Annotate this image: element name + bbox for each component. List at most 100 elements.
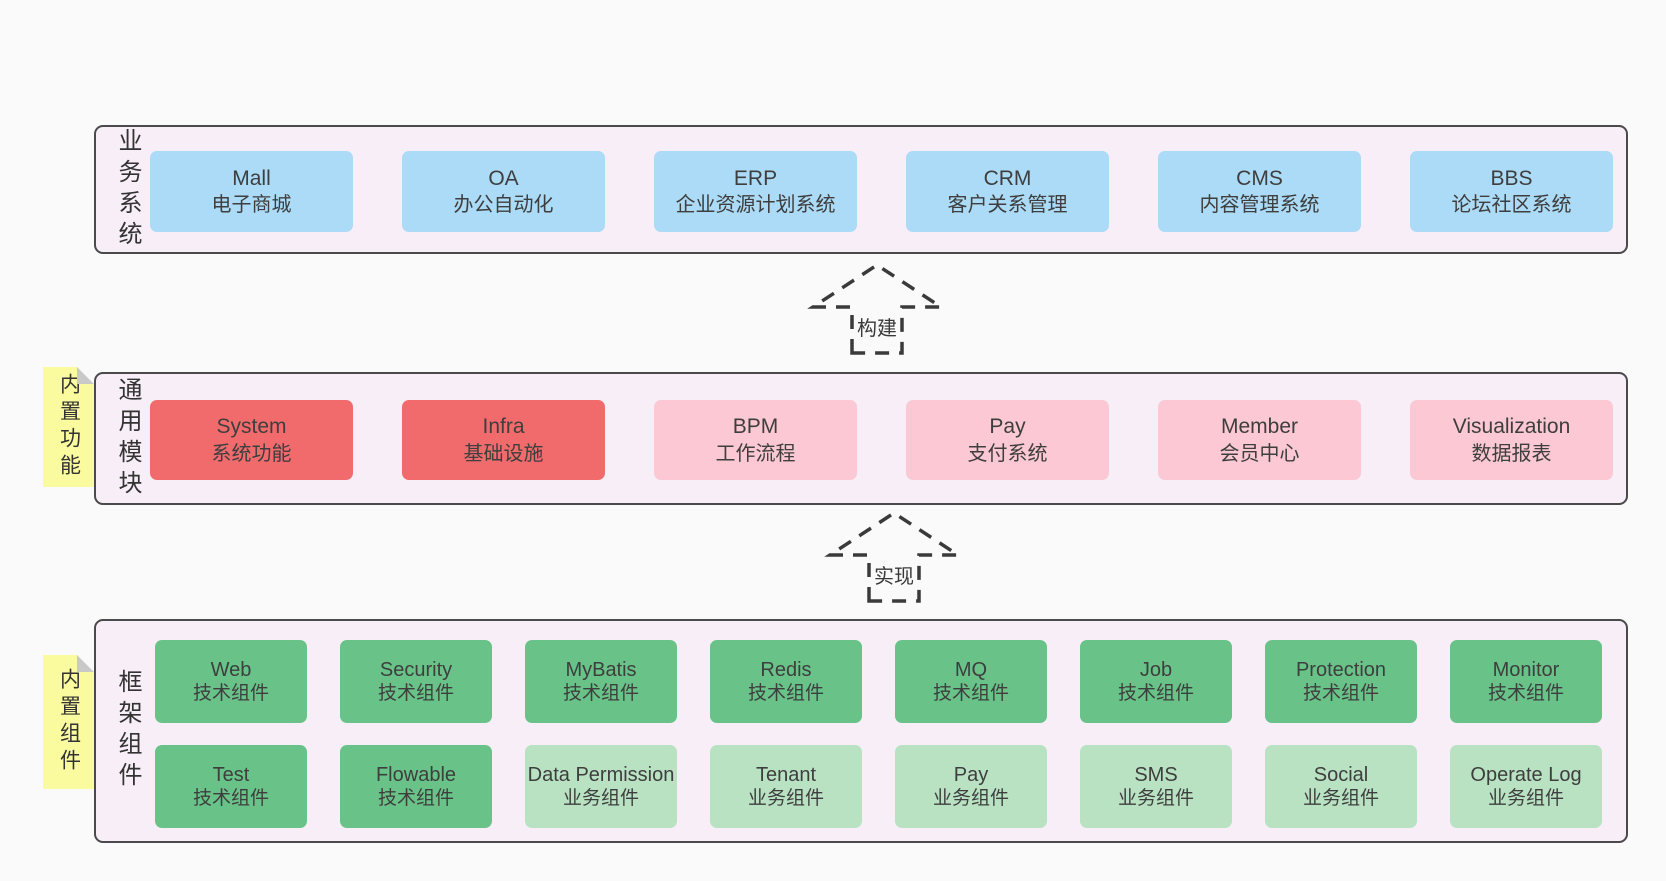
box-title: Job <box>1139 658 1173 681</box>
box-subtitle: 企业资源计划系统 <box>675 194 836 217</box>
box-title: Mall <box>232 166 271 190</box>
folded-corner-icon <box>77 655 94 672</box>
box-title: Operate Log <box>1470 763 1582 786</box>
box-subtitle: 技术组件 <box>932 683 1009 705</box>
box-title: SMS <box>1134 763 1178 786</box>
box-title: Protection <box>1295 658 1387 681</box>
box-subtitle: 基础设施 <box>463 442 544 465</box>
build-arrow: 构建 <box>807 260 947 355</box>
box-title: Web <box>210 658 252 681</box>
sticky-label: 内置组件 <box>57 668 81 776</box>
box-title: BPM <box>732 415 779 439</box>
box-title: Test <box>212 763 250 786</box>
box-title: Infra <box>482 415 525 439</box>
box-subtitle: 办公自动化 <box>453 194 554 217</box>
box-subtitle: 技术组件 <box>747 683 824 705</box>
box-title: MQ <box>954 658 988 681</box>
box-subtitle: 工作流程 <box>715 442 796 465</box>
box-title: Pay <box>953 763 989 786</box>
box-title: Member <box>1220 415 1299 439</box>
box-web: Web 技术组件 <box>155 640 307 723</box>
box-subtitle: 内容管理系统 <box>1199 194 1320 217</box>
dashed-up-arrow-icon <box>807 262 947 355</box>
sticky-note-built-in-functions: 内置功能 <box>43 367 94 487</box>
panel-framework-side-label: 框架组件 <box>114 669 141 793</box>
box-subtitle: 技术组件 <box>377 788 454 810</box>
box-tenant: Tenant 业务组件 <box>710 745 862 828</box>
box-subtitle: 技术组件 <box>1487 683 1564 705</box>
box-title: OA <box>488 166 519 190</box>
box-subtitle: 业务组件 <box>562 788 639 810</box>
box-subtitle: 电子商城 <box>211 194 292 217</box>
box-title: Data Permission <box>527 763 675 786</box>
box-flowable: Flowable 技术组件 <box>340 745 492 828</box>
box-subtitle: 技术组件 <box>562 683 639 705</box>
box-bpm: BPM 工作流程 <box>654 400 857 480</box>
box-mall: Mall 电子商城 <box>150 151 353 232</box>
box-subtitle: 会员中心 <box>1219 442 1300 465</box>
box-social: Social 业务组件 <box>1265 745 1417 828</box>
panel-modules-side-label: 通用模块 <box>114 376 141 501</box>
box-test: Test 技术组件 <box>155 745 307 828</box>
box-job: Job 技术组件 <box>1080 640 1232 723</box>
box-title: CRM <box>983 166 1032 190</box>
box-bbs: BBS 论坛社区系统 <box>1410 151 1613 232</box>
box-subtitle: 业务组件 <box>747 788 824 810</box>
build-arrow-label: 构建 <box>854 312 900 341</box>
box-sms: SMS 业务组件 <box>1080 745 1232 828</box>
box-title: Social <box>1313 763 1369 786</box>
box-title: Monitor <box>1492 658 1560 681</box>
box-title: Visualization <box>1452 415 1571 439</box>
box-title: System <box>216 415 287 439</box>
box-subtitle: 支付系统 <box>967 442 1048 465</box>
box-subtitle: 技术组件 <box>1302 683 1379 705</box>
panel-common-modules: 通用模块 System 系统功能 Infra 基础设施 BPM 工作流程 Pay… <box>94 372 1628 505</box>
box-title: Security <box>379 658 453 681</box>
sticky-label: 内置功能 <box>57 373 81 481</box>
box-mybatis: MyBatis 技术组件 <box>525 640 677 723</box>
box-erp: ERP 企业资源计划系统 <box>654 151 857 232</box>
box-oa: OA 办公自动化 <box>402 151 605 232</box>
box-subtitle: 业务组件 <box>1302 788 1379 810</box>
sticky-note-built-in-components: 内置组件 <box>43 655 94 789</box>
box-subtitle: 数据报表 <box>1471 442 1552 465</box>
box-cms: CMS 内容管理系统 <box>1158 151 1361 232</box>
panel-business-side-label: 业务系统 <box>114 127 141 252</box>
box-subtitle: 业务组件 <box>1487 788 1564 810</box>
implement-arrow-label: 实现 <box>871 560 917 589</box>
box-infra: Infra 基础设施 <box>402 400 605 480</box>
box-subtitle: 业务组件 <box>932 788 1009 810</box>
panel-framework-components: 框架组件 Web 技术组件 Security 技术组件 MyBatis 技术组件… <box>94 619 1628 843</box>
box-subtitle: 业务组件 <box>1117 788 1194 810</box>
box-crm: CRM 客户关系管理 <box>906 151 1109 232</box>
box-subtitle: 技术组件 <box>192 683 269 705</box>
dashed-up-arrow-icon <box>824 510 964 603</box>
box-title: Flowable <box>375 763 457 786</box>
box-system: System 系统功能 <box>150 400 353 480</box>
box-pay-system: Pay 支付系统 <box>906 400 1109 480</box>
box-title: BBS <box>1490 166 1533 190</box>
box-mq: MQ 技术组件 <box>895 640 1047 723</box>
box-title: MyBatis <box>565 658 637 681</box>
box-visualization: Visualization 数据报表 <box>1410 400 1613 480</box>
box-member: Member 会员中心 <box>1158 400 1361 480</box>
box-redis: Redis 技术组件 <box>710 640 862 723</box>
box-protection: Protection 技术组件 <box>1265 640 1417 723</box>
box-monitor: Monitor 技术组件 <box>1450 640 1602 723</box>
box-subtitle: 技术组件 <box>192 788 269 810</box>
box-title: ERP <box>733 166 778 190</box>
box-title: Pay <box>989 415 1026 439</box>
folded-corner-icon <box>77 367 94 384</box>
box-subtitle: 客户关系管理 <box>947 194 1068 217</box>
panel-business-systems: 业务系统 Mall 电子商城 OA 办公自动化 ERP 企业资源计划系统 CRM… <box>94 125 1628 254</box>
box-subtitle: 论坛社区系统 <box>1451 194 1572 217</box>
implement-arrow: 实现 <box>824 508 964 603</box>
box-title: CMS <box>1236 166 1283 190</box>
box-pay-component: Pay 业务组件 <box>895 745 1047 828</box>
box-title: Tenant <box>755 763 817 786</box>
box-title: Redis <box>760 658 812 681</box>
box-subtitle: 技术组件 <box>1117 683 1194 705</box>
box-security: Security 技术组件 <box>340 640 492 723</box>
box-operate-log: Operate Log 业务组件 <box>1450 745 1602 828</box>
